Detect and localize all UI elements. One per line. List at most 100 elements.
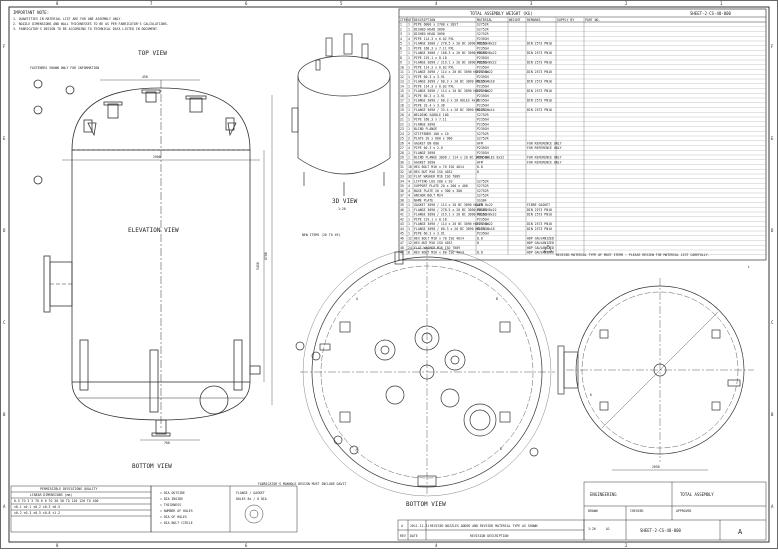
- nozzle-flange: [385, 385, 405, 405]
- bom-cell: S275JR: [477, 179, 489, 183]
- important-notes: IMPORTANT NOTE: 1. QUANTITIES IN MATERIA…: [13, 10, 169, 31]
- nozzle-letter: D: [500, 447, 502, 451]
- legend-entry: HOLES 8x / 8 DIA: [236, 497, 267, 501]
- bom-cell: P235GH: [477, 213, 489, 217]
- 3d-nozzle: [361, 43, 369, 59]
- bom-cell: PLATE 20 x 600 x 900: [414, 137, 452, 141]
- top-dished-head: [71, 87, 251, 151]
- zone-number: 6: [245, 1, 248, 6]
- bom-column-header: DESCRIPTION: [414, 18, 435, 22]
- elevation-view-label: ELEVATION VIEW: [128, 227, 179, 234]
- radial-line: [659, 311, 719, 371]
- bom-cell: PIPE 60.3 x 3.91: [414, 94, 445, 98]
- revision-note: REVISED MATERIAL TYPE OF MOST ITEMS - PL…: [556, 253, 710, 257]
- bom-cell: 12: [400, 75, 404, 79]
- leg-plate: [339, 411, 351, 423]
- bom-cell: PIPE 219.1 x 8.18: [414, 217, 447, 221]
- bom-cell: DIN 2573 PN10: [527, 108, 552, 112]
- bom-cell: 1: [408, 94, 410, 98]
- bom-cell: DIN 2573 PN10: [527, 222, 552, 226]
- revision-code: A: [401, 524, 403, 528]
- bom-cell: FLANGE 3000 / 278.5 x 20 BC 3090 HOLES 8…: [414, 42, 497, 46]
- drawing-number: SHEET-2-CS-48-000: [640, 528, 682, 533]
- bom-cell: 32: [400, 170, 404, 174]
- item-balloon: [33, 79, 43, 89]
- notes-header: IMPORTANT NOTE:: [13, 10, 49, 15]
- zone-number: 4: [435, 1, 438, 6]
- bom-cell: LIFTING LUG 200 x 20: [414, 179, 452, 183]
- top-view-right: 2650 K L: [557, 265, 754, 471]
- bom-cell: HEX BOLT M16 x 70 ISO 4014: [414, 236, 464, 240]
- zone-number: 2: [625, 1, 628, 6]
- bom-cell: 14: [400, 84, 404, 88]
- bom-cell: 4: [408, 146, 410, 150]
- bom-cell: HDP GALVANIZED: [527, 251, 554, 255]
- zone-letter: B: [3, 412, 6, 417]
- checked-label: CHECKED: [630, 509, 644, 513]
- bom-cell: DIN 2573 PN10: [527, 70, 552, 74]
- bom-cell: FOR REFERENCE ONLY: [527, 156, 562, 160]
- zone-letter: F: [3, 44, 6, 49]
- flange-top-3: [185, 95, 207, 100]
- bom-cell: 3: [400, 32, 402, 36]
- bottom-view-center: FABRICATOR'S MANHOLE DESIGN MUST INCLUDE…: [258, 247, 555, 508]
- bom-cell: 35: [400, 184, 404, 188]
- nozzle-top-1: [107, 103, 119, 119]
- item-balloon: [33, 105, 43, 115]
- bom-cell: BLIND FLANGE: [414, 127, 437, 131]
- lug-plate: [599, 329, 609, 339]
- title-frame: [583, 481, 767, 541]
- bom-cell: 1: [408, 151, 410, 155]
- bom-cell: S275JR: [477, 113, 489, 117]
- bom-cell: 4: [408, 141, 410, 145]
- bom-cell: 31: [400, 165, 404, 169]
- bom-cell: P235GH: [477, 103, 489, 107]
- bom-cell: FLANGE 3090 / 60.3 x 20 BC 3090 HOLES 4x…: [414, 227, 495, 231]
- bom-cell: 9: [400, 61, 402, 65]
- bom-cell: 1: [408, 99, 410, 103]
- drawing-title: TOTAL ASSEMBLY: [680, 492, 714, 497]
- top-nozzle: [394, 251, 404, 265]
- bom-cell: 1: [408, 156, 410, 160]
- revision-description: REVISED NOZZLES ADDED AND REVISED MATERI…: [430, 524, 538, 528]
- bom-cell: 22: [400, 122, 404, 126]
- zone-letter: A: [771, 504, 774, 509]
- nozzle-flange: [374, 339, 396, 361]
- legend-entry: = THICKNESS: [160, 503, 181, 507]
- nozzle-flange: [414, 325, 440, 351]
- nozzle-top-3: [189, 97, 203, 113]
- flange-top-1: [103, 101, 123, 106]
- bom-cell: 1: [400, 23, 402, 27]
- bom-cell: P235GH: [477, 70, 489, 74]
- bom-cell: 7: [400, 51, 402, 55]
- bom-cell: 1: [408, 208, 410, 212]
- title-block: ENGINEERING TOTAL ASSEMBLY DRAWN CHECKED…: [583, 481, 767, 541]
- bom-cell: 13: [400, 80, 404, 84]
- bom-column-header: PART NO.: [585, 18, 600, 22]
- bom-cell: DIN 2573 PN10: [527, 89, 552, 93]
- bom-cell: 1: [408, 227, 410, 231]
- bottom-view-center-label: BOTTOM VIEW: [406, 501, 446, 508]
